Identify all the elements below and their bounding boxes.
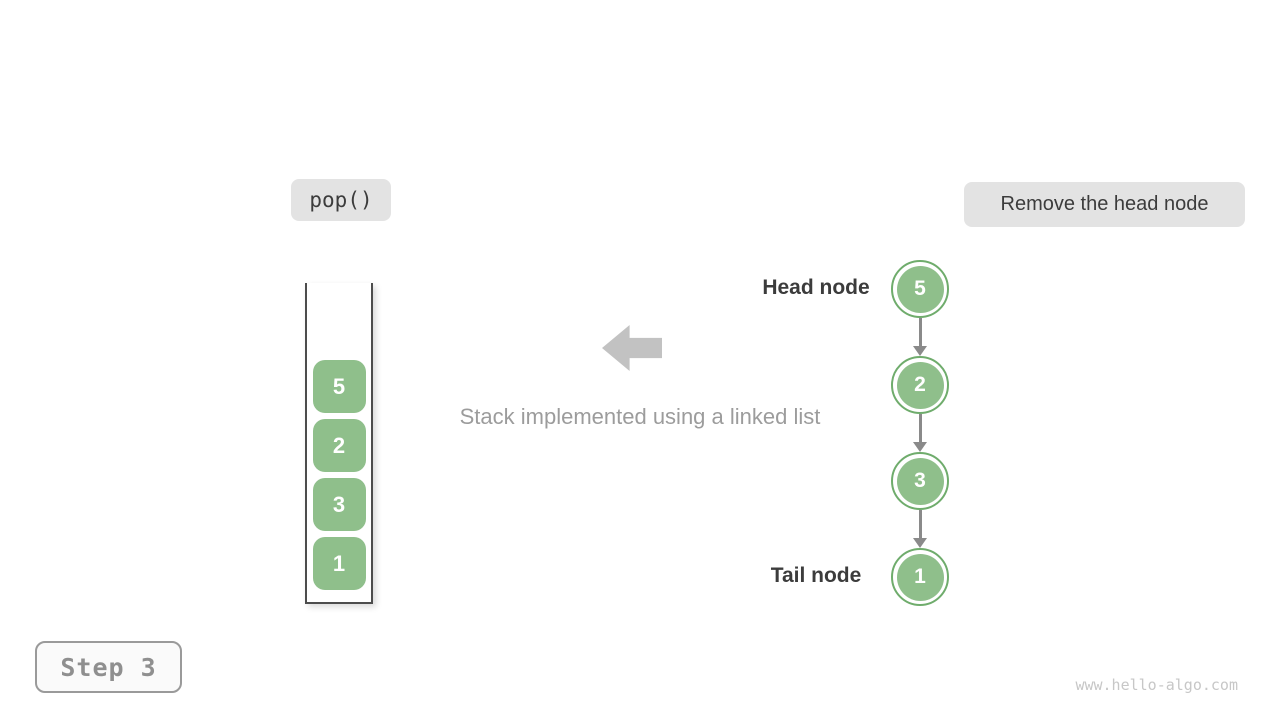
linked-list-node: 2 (891, 356, 949, 414)
arrow-head (913, 442, 927, 452)
stack-item: 3 (312, 478, 366, 531)
stack-item: 2 (312, 419, 366, 472)
tail-node-label: Tail node (770, 564, 862, 587)
linked-list-node: 3 (891, 452, 949, 510)
node-value: 1 (896, 553, 944, 601)
left-block-arrow-icon (602, 325, 662, 371)
stack-item: 1 (312, 537, 366, 590)
arrow-head (913, 346, 927, 356)
arrow-line (918, 414, 922, 443)
head-node-label: Head node (762, 276, 870, 299)
arrow-line (918, 510, 922, 539)
linked-list-node: 1 (891, 548, 949, 606)
operation-badge: pop() (291, 179, 391, 221)
arrow-down-icon (908, 510, 932, 548)
stack-item: 5 (312, 360, 366, 413)
node-value: 5 (896, 265, 944, 313)
node-value: 3 (896, 457, 944, 505)
watermark: www.hello-algo.com (1075, 676, 1238, 694)
stack-container: 5 2 3 1 (305, 283, 373, 604)
arrow-head (913, 538, 927, 548)
arrow-down-icon (908, 414, 932, 452)
caption-text: Stack implemented using a linked list (459, 404, 821, 429)
arrow-line (918, 318, 922, 347)
node-value: 2 (896, 361, 944, 409)
linked-list-node: 5 (891, 260, 949, 318)
description-badge: Remove the head node (964, 182, 1245, 227)
step-badge: Step 3 (35, 641, 182, 693)
arrow-down-icon (908, 318, 932, 356)
